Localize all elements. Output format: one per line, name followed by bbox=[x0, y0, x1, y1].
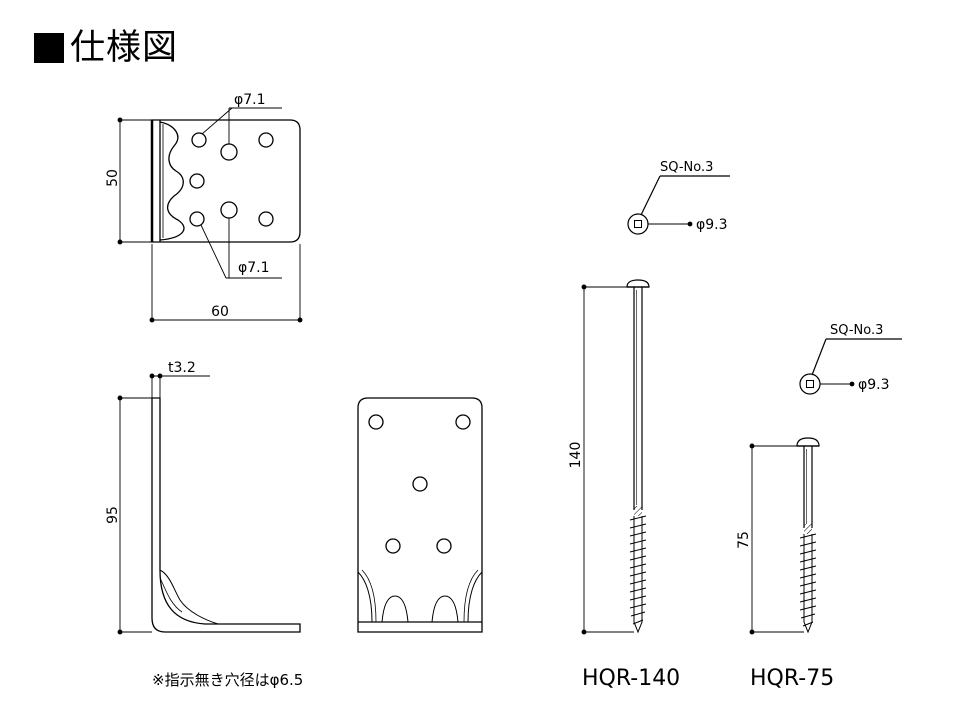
hole bbox=[436, 538, 452, 554]
hole bbox=[412, 476, 428, 492]
heading-square-icon bbox=[34, 33, 64, 63]
hole bbox=[385, 538, 401, 554]
page-heading: 仕様図 bbox=[34, 28, 178, 68]
hole-size-note: ※指示無き穴径はφ6.5 bbox=[152, 671, 303, 689]
screw-75-head-view bbox=[799, 338, 902, 395]
screw-140-head-dia-label: φ9.3 bbox=[696, 217, 728, 233]
front-plate-outline bbox=[357, 397, 483, 633]
dim-140 bbox=[581, 284, 634, 635]
dim-95 bbox=[117, 395, 152, 635]
screw-75-length-label: 75 bbox=[736, 531, 752, 549]
screw-140-length-label: 140 bbox=[568, 442, 584, 469]
hole bbox=[189, 211, 205, 227]
screw-140-name: HQR-140 bbox=[582, 666, 680, 691]
hole-dia-top-label: φ7.1 bbox=[234, 92, 266, 108]
leader-top bbox=[201, 107, 282, 144]
front-rib-right bbox=[467, 571, 483, 623]
front-view bbox=[357, 397, 483, 633]
hole bbox=[220, 143, 238, 161]
hole bbox=[189, 173, 205, 189]
dim-50 bbox=[117, 117, 152, 245]
screw-140-head-view bbox=[627, 175, 730, 235]
height-50-label: 50 bbox=[105, 169, 121, 187]
hole bbox=[258, 132, 274, 148]
dim-75 bbox=[749, 443, 804, 635]
hole bbox=[455, 414, 471, 430]
dim-60 bbox=[149, 244, 303, 323]
screw-140-drive-label: SQ-No.3 bbox=[660, 160, 713, 175]
screw-75 bbox=[796, 437, 820, 634]
leader-bottom bbox=[200, 218, 282, 279]
page-title: 仕様図 bbox=[70, 28, 179, 68]
hole bbox=[191, 132, 207, 148]
height-95-label: 95 bbox=[105, 506, 121, 524]
hole bbox=[258, 211, 274, 227]
top-plate-rib-edge bbox=[159, 121, 185, 241]
hole-dia-bottom-label: φ7.1 bbox=[238, 260, 270, 276]
front-rib-mid-left bbox=[381, 595, 409, 623]
front-rib-left bbox=[357, 571, 373, 623]
screw-140 bbox=[626, 279, 650, 634]
width-60-label: 60 bbox=[211, 304, 229, 320]
thickness-label: t3.2 bbox=[168, 360, 196, 376]
hole bbox=[220, 201, 238, 219]
front-rib-mid-right bbox=[431, 595, 459, 623]
hole bbox=[368, 414, 384, 430]
side-view bbox=[151, 397, 301, 633]
top-view bbox=[150, 119, 301, 243]
screw-75-drive-label: SQ-No.3 bbox=[830, 323, 883, 338]
side-bracket-rib bbox=[159, 569, 219, 625]
top-plate-outline bbox=[151, 119, 301, 243]
screw-75-head-dia-label: φ9.3 bbox=[858, 377, 890, 393]
side-bracket-outline bbox=[151, 397, 301, 633]
dim-t32 bbox=[149, 373, 210, 398]
screw-75-name: HQR-75 bbox=[750, 666, 834, 691]
